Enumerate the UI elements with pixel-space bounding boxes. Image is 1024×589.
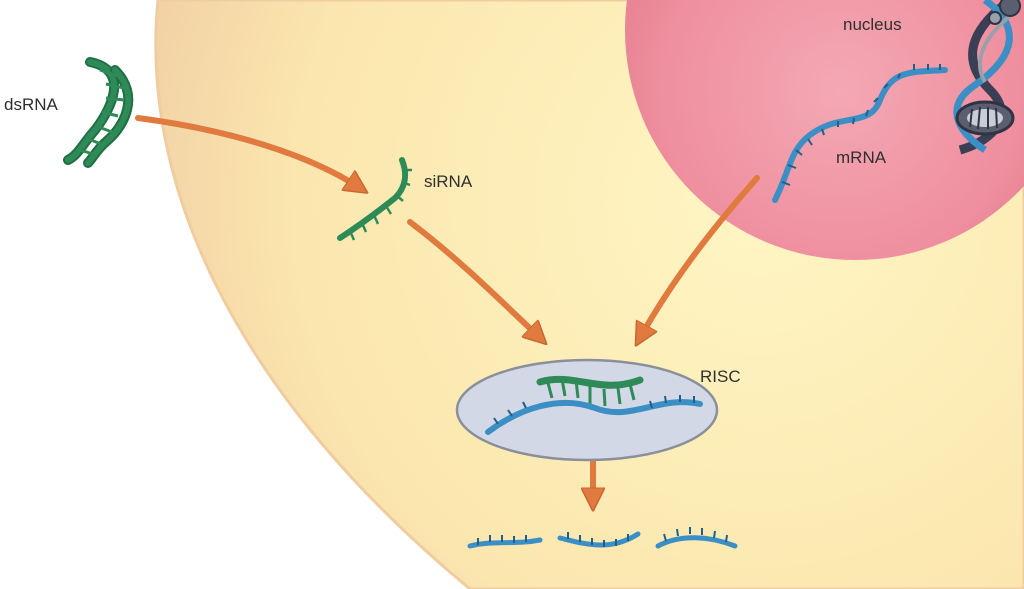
nucleus-region bbox=[625, 0, 1024, 260]
risc-label: RISC bbox=[700, 367, 741, 386]
nucleus-label: nucleus bbox=[843, 15, 902, 34]
arrow-sirna-to-risc bbox=[407, 219, 540, 338]
dna-double-helix-icon bbox=[953, 0, 1021, 155]
risc-complex bbox=[455, 358, 719, 462]
arrow-dsrna-to-sirna bbox=[135, 115, 360, 188]
dsrna-label: dsRNA bbox=[4, 95, 59, 114]
sirna-label: siRNA bbox=[424, 172, 473, 191]
mrna-fragment-2 bbox=[557, 531, 641, 548]
mrna-fragment-1 bbox=[467, 535, 543, 549]
mrna-fragment-3 bbox=[655, 527, 738, 549]
arrow-mrna-to-risc bbox=[640, 175, 760, 338]
mrna-fragments bbox=[467, 527, 738, 549]
mrna-label: mRNA bbox=[836, 148, 887, 167]
mrna-molecule bbox=[772, 64, 948, 203]
sirna-molecule bbox=[337, 157, 412, 241]
dsrna-molecule bbox=[63, 57, 134, 168]
